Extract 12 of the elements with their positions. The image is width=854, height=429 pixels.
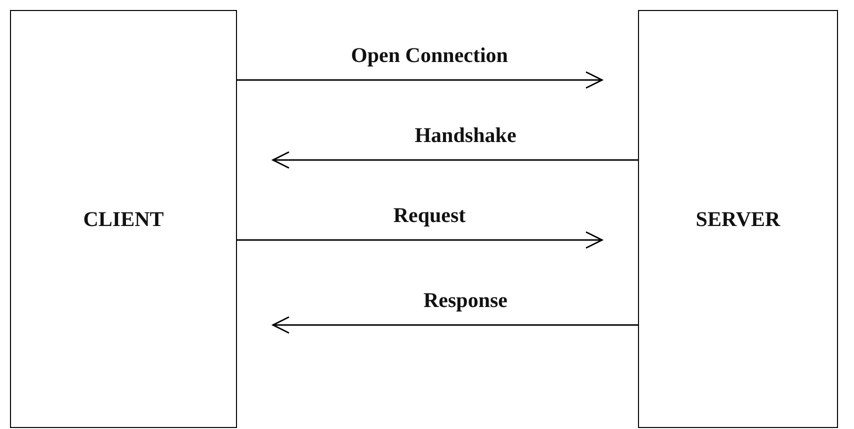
arrow bbox=[237, 71, 603, 89]
edge-label: Open Connection bbox=[351, 43, 508, 68]
arrow bbox=[237, 231, 603, 249]
node-label: SERVER bbox=[696, 206, 780, 232]
process-box bbox=[10, 10, 237, 428]
arrow bbox=[272, 316, 638, 334]
arrow bbox=[272, 151, 638, 169]
node-label: CLIENT bbox=[83, 206, 164, 232]
edge-label: Handshake bbox=[414, 123, 516, 148]
edge-label: Response bbox=[424, 288, 508, 313]
edge-label: Request bbox=[393, 203, 466, 228]
process-box bbox=[638, 10, 838, 428]
